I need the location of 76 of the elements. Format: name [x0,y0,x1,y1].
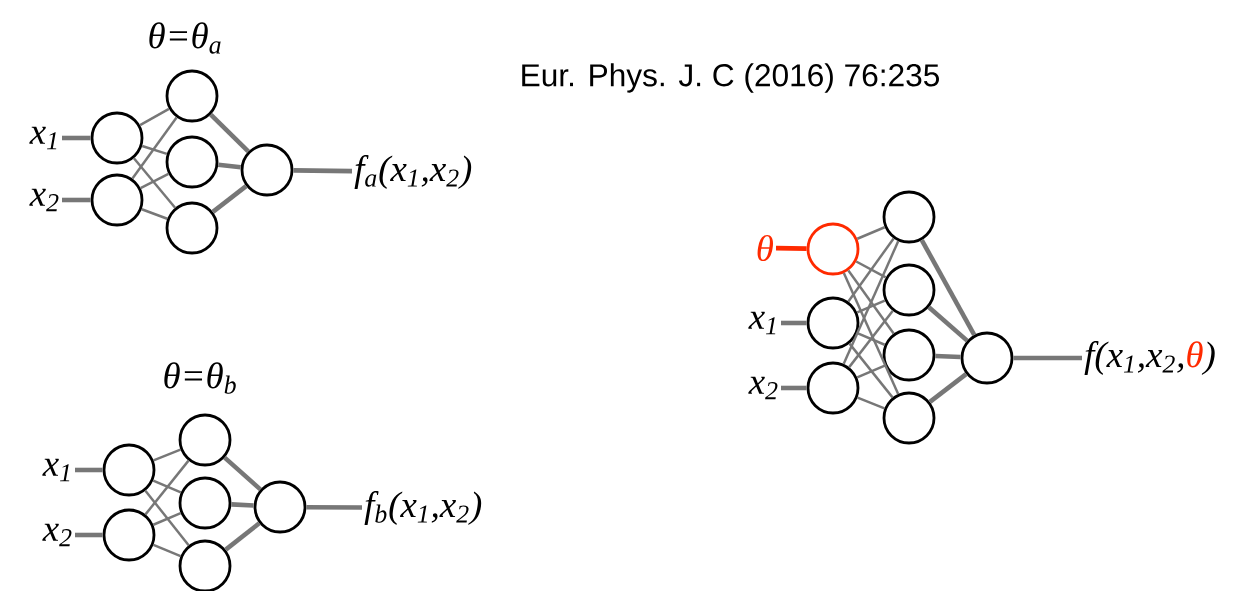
connection-line [857,396,885,410]
neuron-circle [882,328,936,382]
connection-line [775,245,807,251]
neuron-circle [178,476,232,530]
connection-line [141,144,168,156]
variable-label: f$_{b}$(x$_{1}$,x$_{2}$) [364,491,482,525]
connection-line [75,467,103,473]
neuron-circle [882,391,936,445]
connection-line [842,272,900,395]
variable-label: x$_{2}$ [42,523,72,547]
connection-line [306,504,363,510]
variable-label: f(x$_{1}$,x$_{2}$,θ) [1084,341,1215,375]
neuron-circle [102,508,156,562]
connection-line [211,184,248,214]
connection-line [152,512,182,526]
connection-line [223,455,262,492]
connection-line [62,135,91,141]
connection-line [856,299,886,314]
neuron-circle [240,143,294,197]
variable-label: x$_{2}$ [29,188,59,212]
connection-line [132,157,177,209]
neuron-circle [90,111,144,165]
neuron-circle [165,201,219,255]
variable-label: x$_{2}$ [748,376,778,400]
heading-text: Eur. Phys. J. C (2016) 76:235 [522,63,939,93]
connection-line [856,364,886,379]
connection-line [856,332,886,346]
connection-line [847,237,895,303]
neuron-circle [806,361,860,415]
connection-line [781,320,807,326]
connection-line [856,226,886,240]
connection-line [848,310,894,368]
connection-line [152,479,182,494]
connection-line [293,168,353,174]
connection-line [153,543,182,558]
connection-line [144,489,190,547]
neuron-circle [960,331,1014,385]
connection-line [847,269,895,335]
variable-label: x$_{1}$ [748,311,776,335]
connection-line [224,521,261,552]
neuron-circle [253,480,307,534]
connection-line [781,385,807,391]
connection-line [140,172,169,190]
neuron-circle [882,263,936,317]
neuron-circle [165,69,219,123]
variable-label: θ [757,234,773,262]
variable-label: f$_{a}$(x$_{1}$,x$_{2}$) [354,155,472,189]
neuron-circle [806,222,860,276]
heading-text: θ=θ$_{b}$ [164,362,236,394]
connection-line [919,239,977,336]
variable-label: x$_{1}$ [29,126,57,150]
connection-line [231,502,254,508]
neuron-circle [178,413,232,467]
connection-line [141,208,168,220]
connection-line [218,162,241,170]
neuron-circle [165,135,219,189]
connection-line [209,112,250,154]
neuron-circle [806,296,860,350]
heading-text: θ=θ$_{a}$ [149,22,221,54]
connection-line [1013,355,1082,361]
connection-line [927,305,969,343]
connection-line [855,260,887,279]
connection-line [935,353,961,360]
connection-line [144,459,190,516]
connection-line [848,342,894,399]
neuron-circle [882,190,936,244]
connection-line [62,197,91,203]
connection-line [842,240,900,365]
connection-line [75,532,103,538]
connection-line [928,372,968,404]
connection-line [153,448,181,462]
neuron-circle [90,173,144,227]
neuron-circle [102,443,156,497]
connection-line [139,107,170,127]
connection-line [131,116,178,180]
variable-label: x$_{1}$ [42,458,70,482]
